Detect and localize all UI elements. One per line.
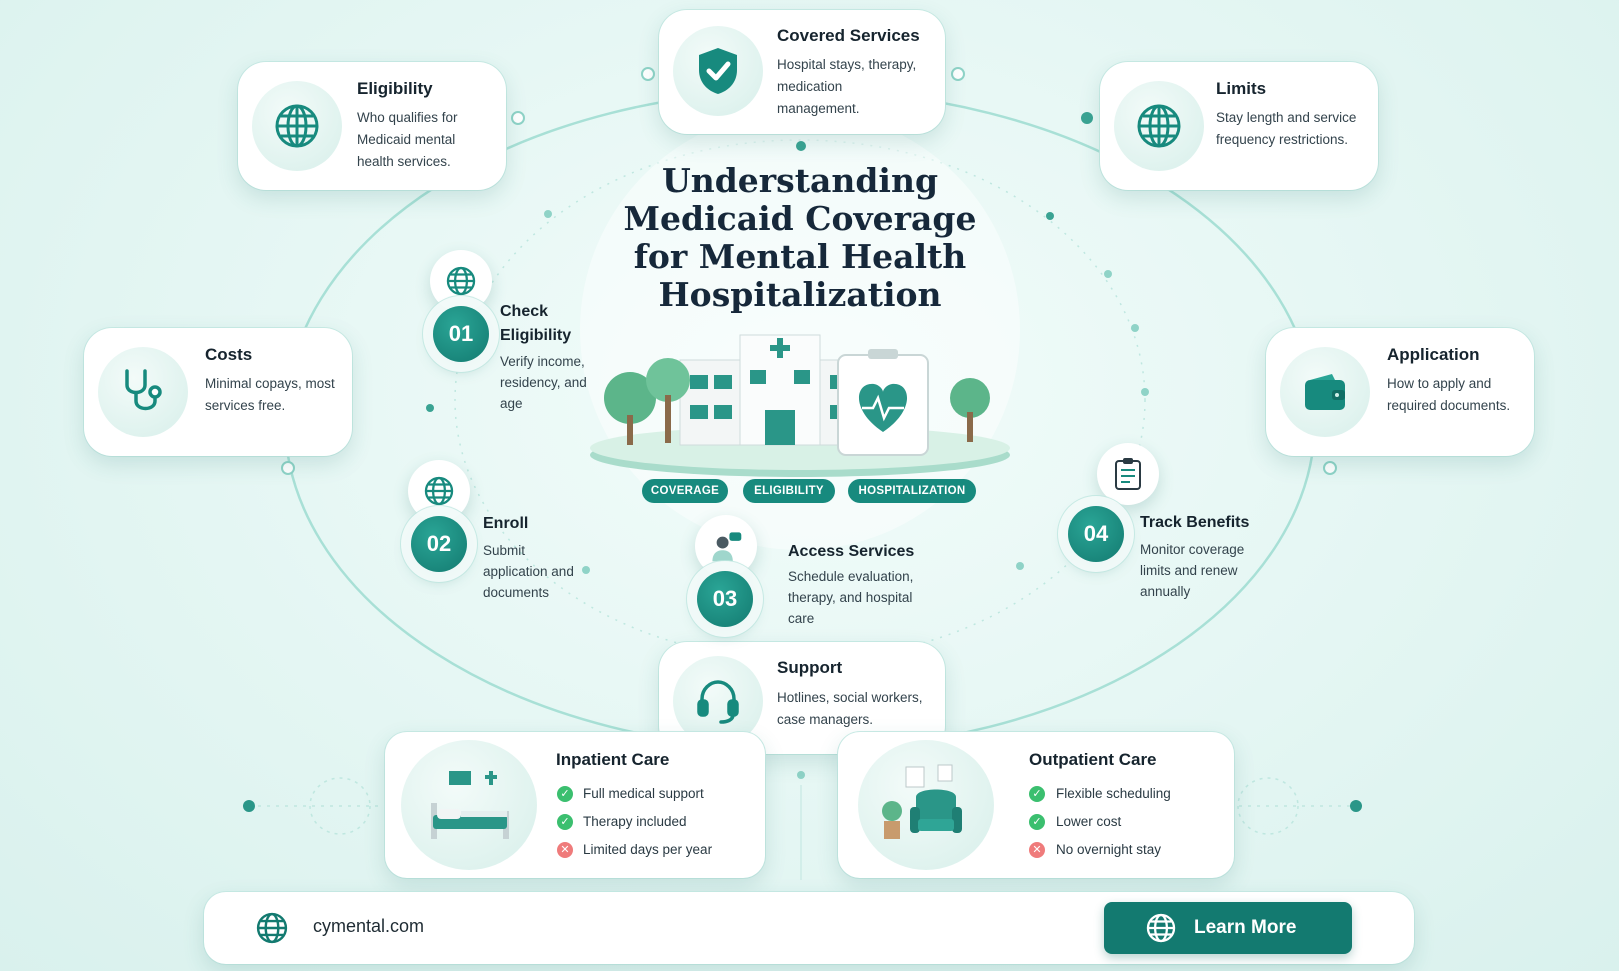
step-03-number: 03: [697, 571, 753, 627]
step-02-title: Enroll: [483, 515, 529, 532]
globe-icon: [1146, 913, 1176, 943]
support-desc: Hotlines, social workers, case managers.: [777, 690, 923, 727]
step-01-number: 01: [433, 306, 489, 362]
eligibility-title: Eligibility: [357, 79, 433, 98]
limits-card[interactable]: Limits Stay length and service frequency…: [1100, 62, 1378, 190]
step-01-title: Check Eligibility: [500, 303, 572, 344]
costs-card[interactable]: Costs Minimal copays, most services free…: [84, 328, 352, 456]
tag-coverage: COVERAGE: [642, 479, 728, 503]
check-icon: ✓: [1029, 814, 1045, 830]
limits-title: Limits: [1216, 79, 1267, 98]
check-icon: ✓: [557, 786, 573, 802]
application-desc: How to apply and required documents.: [1387, 376, 1511, 413]
globe-icon: [256, 912, 288, 949]
step-01-globe-icon: [430, 250, 492, 312]
armchair-icon: [858, 740, 994, 870]
outpatient-item: No overnight stay: [1056, 842, 1162, 857]
check-icon: ✓: [557, 814, 573, 830]
step-03-desc: Schedule evaluation, therapy, and hospit…: [788, 569, 914, 626]
step-04-title: Track Benefits: [1140, 514, 1250, 531]
learn-more-label: Learn More: [1194, 917, 1297, 938]
outpatient-item: Lower cost: [1056, 814, 1122, 829]
outpatient-care-card[interactable]: Outpatient Care ✓ Flexible scheduling ✓ …: [838, 732, 1234, 878]
eligibility-card[interactable]: Eligibility Who qualifies for Medicaid m…: [238, 62, 506, 190]
hospital-illustration: [590, 334, 1010, 477]
inpatient-title: Inpatient Care: [556, 750, 670, 769]
step-04-desc: Monitor coverage limits and renew annual…: [1140, 542, 1245, 599]
limits-desc: Stay length and service frequency restri…: [1216, 110, 1357, 147]
wallet-icon: [1280, 347, 1370, 437]
eligibility-desc: Who qualifies for Medicaid mental health…: [357, 110, 458, 169]
site-link[interactable]: cymental.com: [313, 916, 425, 936]
check-icon: ✓: [1029, 786, 1045, 802]
step-02-globe-icon: [408, 460, 470, 522]
step-03-title: Access Services: [788, 543, 915, 560]
cross-icon: ✕: [1029, 842, 1045, 858]
step-02-number: 02: [411, 516, 467, 572]
costs-desc: Minimal copays, most services free.: [205, 376, 335, 413]
tag-eligibility: ELIGIBILITY: [743, 479, 835, 503]
covered-services-card[interactable]: Covered Services Hospital stays, therapy…: [659, 10, 945, 134]
inpatient-item: Therapy included: [583, 814, 687, 829]
shield-check-icon: [673, 26, 763, 116]
globe-icon: [252, 81, 342, 171]
step-01-desc: Verify income, residency, and age: [500, 354, 587, 411]
globe-icon: [1114, 81, 1204, 171]
cross-icon: ✕: [557, 842, 573, 858]
step-02-desc: Submit application and documents: [483, 543, 574, 600]
inpatient-item: Full medical support: [583, 786, 704, 801]
outpatient-item: Flexible scheduling: [1056, 786, 1171, 801]
inpatient-care-card[interactable]: Inpatient Care ✓ Full medical support ✓ …: [385, 732, 765, 878]
application-card[interactable]: Application How to apply and required do…: [1266, 328, 1534, 456]
step-04-number: 04: [1068, 506, 1124, 562]
headset-icon: [673, 656, 763, 746]
covered-services-title: Covered Services: [777, 26, 920, 45]
tag-hospitalization: HOSPITALIZATION: [848, 479, 976, 503]
page-title: Understanding Medicaid Coverage for Ment…: [623, 161, 977, 314]
outpatient-title: Outpatient Care: [1029, 750, 1157, 769]
inpatient-item: Limited days per year: [583, 842, 713, 857]
hospital-bed-icon: [401, 740, 537, 870]
clipboard-icon: [1097, 443, 1159, 505]
application-title: Application: [1387, 345, 1480, 364]
stethoscope-icon: [98, 347, 188, 437]
covered-services-desc: Hospital stays, therapy, medication mana…: [777, 57, 917, 116]
learn-more-button[interactable]: Learn More: [1104, 902, 1352, 954]
costs-title: Costs: [205, 345, 253, 364]
support-title: Support: [777, 658, 843, 677]
doctor-chat-icon: [695, 515, 757, 577]
